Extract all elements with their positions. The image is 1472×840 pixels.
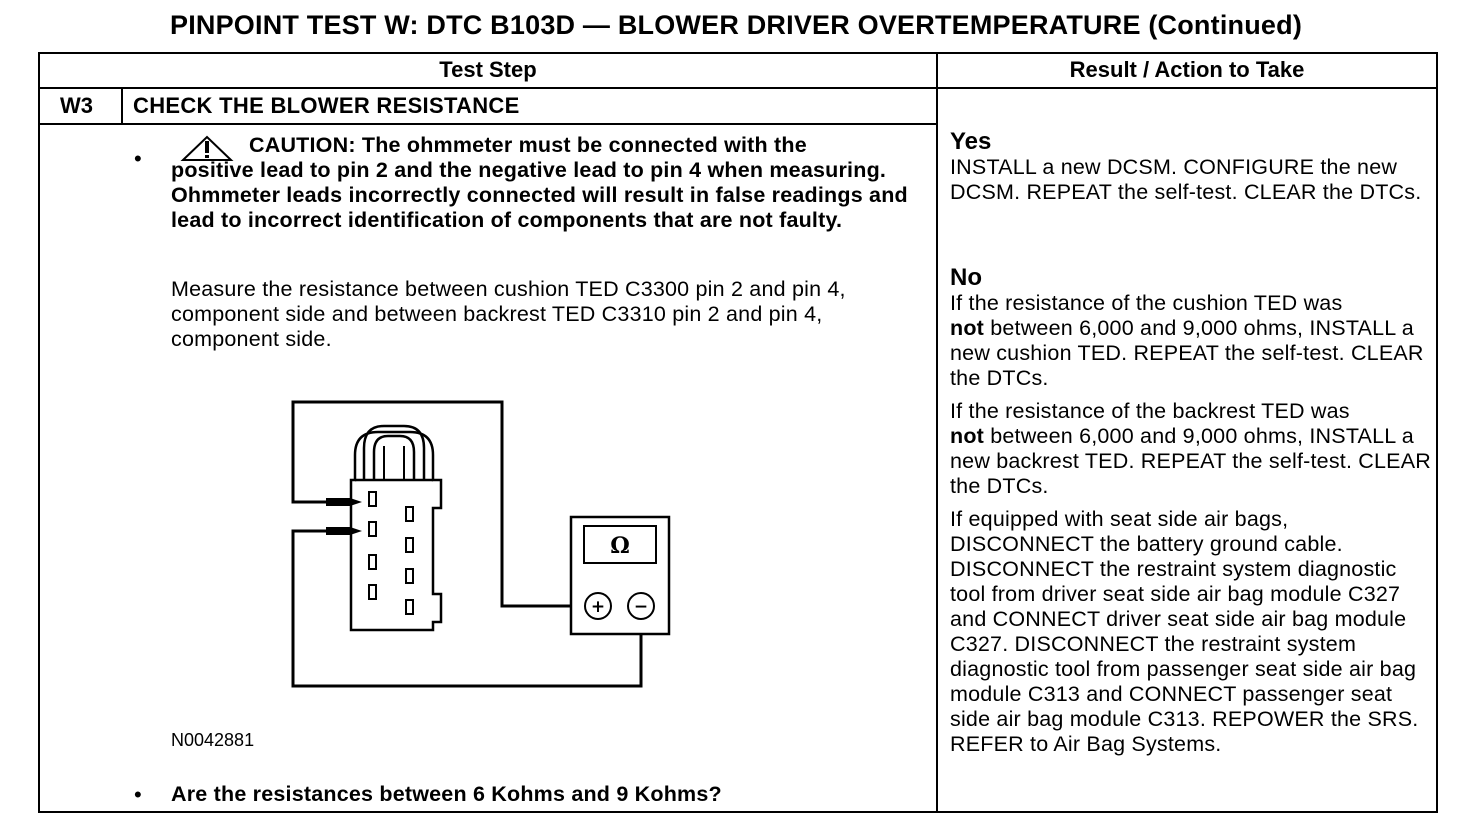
positive-lead-wire bbox=[291, 400, 588, 608]
connector-body bbox=[349, 424, 443, 632]
figure-id: N0042881 bbox=[171, 730, 255, 750]
no-label: No bbox=[950, 264, 982, 291]
no-action-cushion: If the resistance of the cushion TED was… bbox=[950, 291, 1436, 391]
caution-rest: positive lead to pin 2 and the negative … bbox=[171, 158, 908, 232]
bullet-caution: • bbox=[134, 146, 142, 171]
header-result-action: Result / Action to Take bbox=[1069, 57, 1305, 82]
step-id-divider bbox=[121, 88, 123, 124]
question-text: Are the resistances between 6 Kohms and … bbox=[171, 782, 722, 806]
probe-pin-2 bbox=[326, 498, 362, 506]
page-title: PINPOINT TEST W: DTC B103D — BLOWER DRIV… bbox=[169, 10, 1303, 40]
bullet-question: • bbox=[134, 782, 142, 807]
no-action-backrest-post: between 6,000 and 9,000 ohms, INSTALL a … bbox=[950, 424, 1431, 498]
no-action-cushion-pre: If the resistance of the cushion TED was bbox=[950, 291, 1343, 315]
probe-pin-4 bbox=[326, 527, 362, 535]
no-action-backrest: If the resistance of the backrest TED wa… bbox=[950, 399, 1436, 499]
negative-terminal bbox=[627, 592, 655, 620]
ohm-symbol: Ω bbox=[610, 533, 630, 559]
connector-pins bbox=[368, 491, 414, 615]
positive-terminal-label: + bbox=[591, 597, 605, 617]
ohmmeter-display bbox=[583, 525, 657, 564]
step-title: CHECK THE BLOWER RESISTANCE bbox=[133, 93, 520, 118]
no-action-backrest-pre: If the resistance of the backrest TED wa… bbox=[950, 399, 1350, 423]
measure-instruction: Measure the resistance between cushion T… bbox=[171, 277, 846, 351]
step-id: W3 bbox=[60, 93, 93, 118]
negative-terminal-label: − bbox=[634, 597, 648, 617]
yes-action: INSTALL a new DCSM. CONFIGURE the new DC… bbox=[950, 155, 1422, 204]
caution-text: CAUTION: The ohmmeter must be connected … bbox=[171, 133, 911, 233]
no-action-backrest-not: not bbox=[950, 424, 985, 448]
no-action-cushion-not: not bbox=[950, 316, 985, 340]
header-divider bbox=[38, 87, 1438, 89]
column-divider bbox=[936, 52, 938, 813]
no-action-airbag: If equipped with seat side air bags, DIS… bbox=[950, 507, 1419, 756]
no-action-cushion-post: between 6,000 and 9,000 ohms, INSTALL a … bbox=[950, 316, 1424, 390]
test-table bbox=[38, 52, 1438, 813]
negative-lead-wire bbox=[291, 529, 643, 688]
yes-label: Yes bbox=[950, 128, 992, 155]
caution-line1: CAUTION: The ohmmeter must be connected … bbox=[249, 133, 807, 157]
step-row-divider bbox=[38, 123, 937, 125]
header-test-step: Test Step bbox=[439, 57, 537, 82]
positive-terminal bbox=[584, 592, 612, 620]
warning-triangle-icon bbox=[180, 135, 234, 161]
